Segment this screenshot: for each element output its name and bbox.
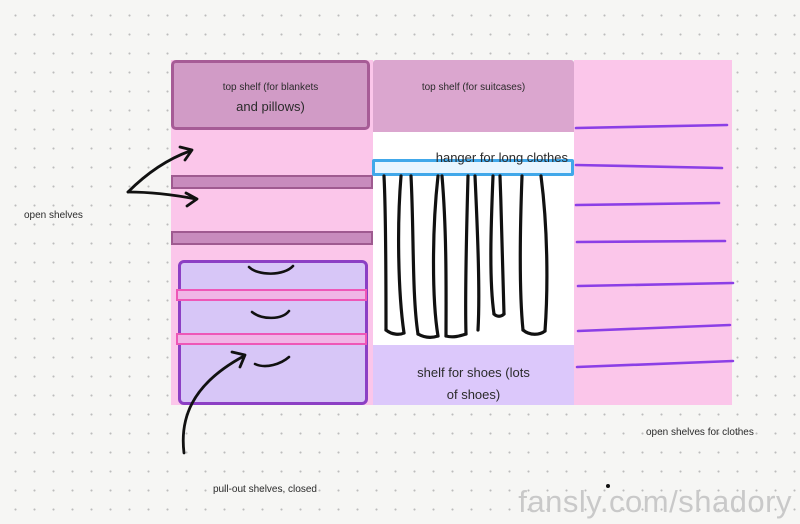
arrow-icon [126, 145, 247, 455]
drawer-divider [176, 289, 367, 301]
clothes-shelf-lines [574, 123, 735, 369]
top-shelf-blankets-label-1: top shelf (for blankets [222, 82, 319, 93]
top-shelf-blankets [171, 60, 370, 130]
stray-dot [606, 484, 610, 488]
open-shelf-plank [171, 175, 373, 189]
right-cabinet-panel [574, 60, 732, 405]
pull-out-shelves-label: pull-out shelves, closed [213, 484, 317, 495]
top-shelf-suitcases [373, 60, 574, 132]
hanger-bar [372, 159, 574, 176]
watermark: fansly.com/shadory [518, 484, 792, 519]
drawer-handle-icon [247, 264, 295, 368]
shoe-shelf-label-1: shelf for shoes (lots [417, 365, 530, 380]
open-shelves-label: open shelves [24, 210, 83, 221]
hanging-clothes-icon [382, 174, 549, 339]
shoe-shelf [373, 345, 574, 405]
open-shelves-clothes-label: open shelves for clothes [646, 427, 754, 438]
top-shelf-blankets-label-2: and pillows) [236, 99, 305, 114]
top-shelf-suitcases-label: top shelf (for suitcases) [421, 82, 526, 93]
hanger-label: hanger for long clothes [435, 150, 568, 165]
drawer-divider [176, 333, 367, 345]
shoe-shelf-label-2: of shoes) [446, 387, 501, 402]
open-shelf-plank [171, 231, 373, 245]
